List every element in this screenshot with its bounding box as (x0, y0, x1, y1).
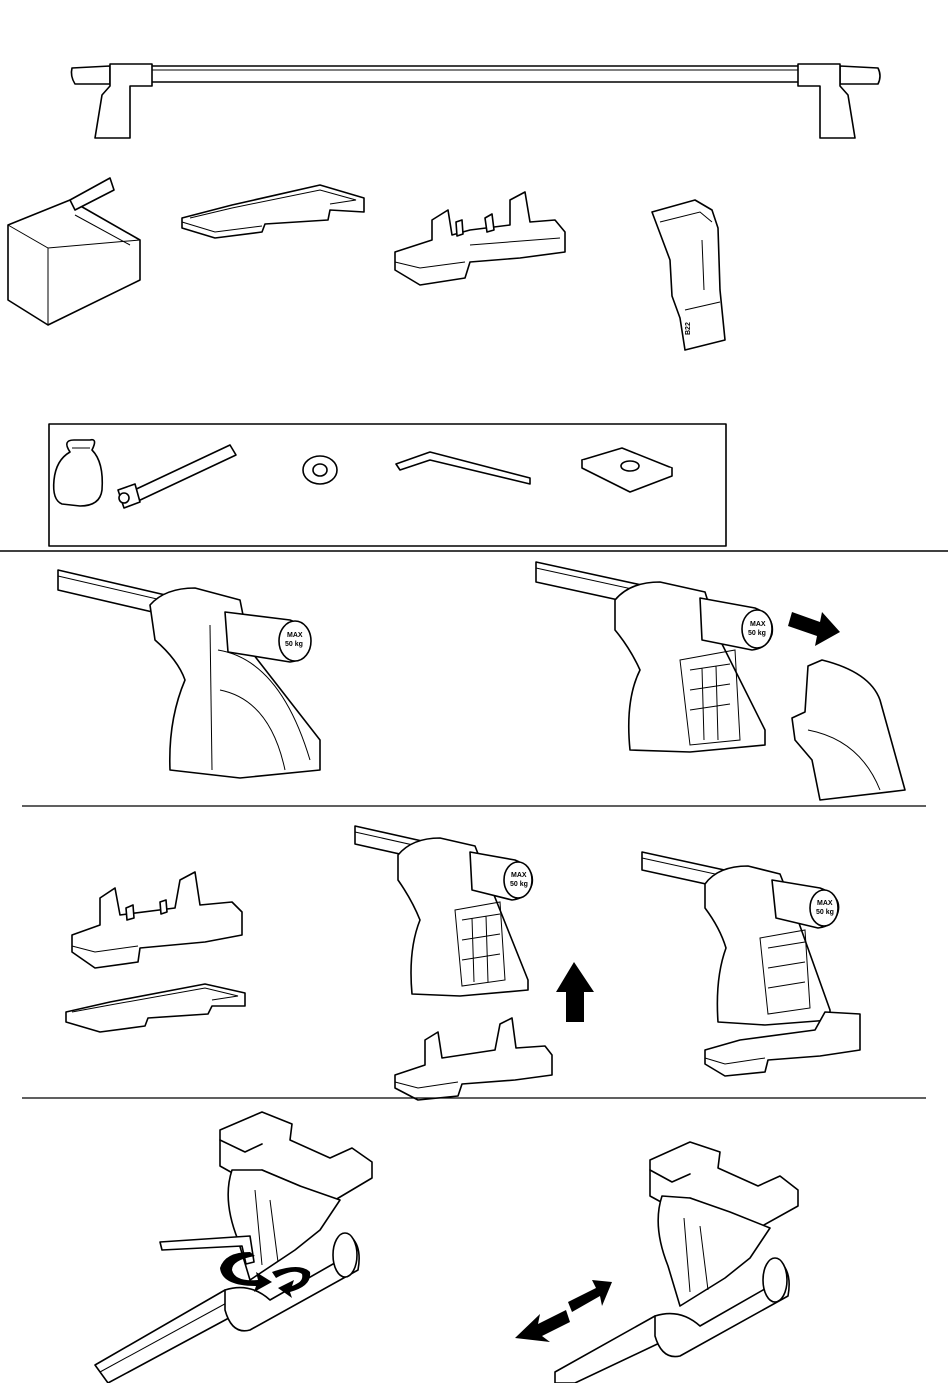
svg-text:50 kg: 50 kg (510, 881, 528, 888)
arrow-right-icon (788, 612, 840, 646)
svg-text:50 kg: 50 kg (816, 909, 834, 916)
step3-tighten (95, 1112, 372, 1383)
svg-text:50 kg: 50 kg (748, 630, 766, 637)
double-arrow-right-icon (568, 1280, 612, 1312)
svg-text:MAX: MAX (750, 621, 766, 628)
step2-foot-on-base: MAX 50 kg (355, 826, 594, 1100)
svg-text:MAX: MAX (287, 632, 303, 639)
step1-foot-with-cover: MAX 50 kg (58, 570, 320, 778)
svg-text:MAX: MAX (817, 900, 833, 907)
washer-icon (303, 456, 337, 484)
arrow-up-icon (556, 962, 594, 1022)
roof-bar-illustration (71, 64, 880, 138)
fitting-bracket-illustration: B22 (652, 200, 725, 350)
step2-rubber-pad (66, 984, 245, 1032)
step1-cover-removed: MAX 50 kg (536, 562, 905, 800)
step3-slide (515, 1142, 798, 1383)
box-illustration (8, 178, 140, 325)
svg-text:MAX: MAX (511, 872, 527, 879)
fitting-kit-panel (49, 424, 726, 546)
double-arrow-left-icon (515, 1310, 570, 1342)
step2-assembled: MAX 50 kg (642, 852, 860, 1076)
part-code-label: B22 (685, 322, 692, 335)
step2-foot-base (72, 872, 242, 968)
rubber-pad-illustration (182, 185, 364, 238)
svg-text:50 kg: 50 kg (285, 641, 303, 648)
foot-base-illustration (395, 192, 565, 285)
